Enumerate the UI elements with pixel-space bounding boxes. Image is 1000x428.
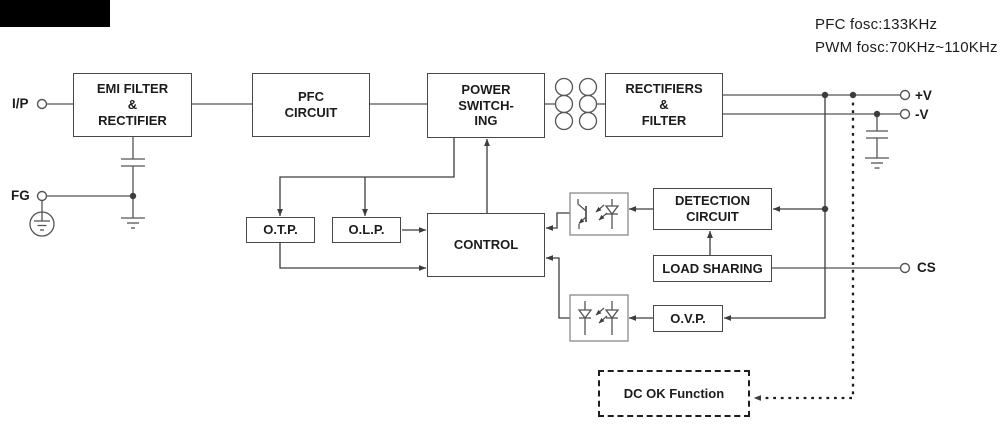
block-emi-filter-rectifier: EMI FILTER & RECTIFIER	[73, 73, 192, 137]
main-power-path-wires	[46, 94, 900, 269]
control-signal-wires	[277, 95, 826, 321]
optocoupler-lower-icon	[569, 294, 629, 342]
block-load-sharing: LOAD SHARING	[653, 255, 772, 282]
block-ovp: O.V.P.	[653, 305, 723, 332]
v-plus-terminal	[899, 89, 911, 101]
input-capacitor-icon	[121, 137, 145, 196]
block-pfc-circuit: PFC CIRCUIT	[252, 73, 370, 137]
v-minus-terminal	[899, 108, 911, 120]
junction-dots	[129, 91, 881, 213]
pfc-fosc-text: PFC fosc:133KHz	[815, 16, 938, 33]
output-ground-icon	[865, 157, 889, 169]
cs-terminal	[899, 262, 911, 274]
oscillator-frequency-notes: PFC fosc:133KHz PWM fosc:70KHz~110KHz	[815, 13, 998, 59]
input-ground-icon	[121, 196, 145, 229]
terminal-label-v-minus: -V	[915, 107, 929, 122]
optocoupler-upper-icon	[569, 192, 629, 236]
fg-terminal	[36, 190, 48, 202]
terminal-label-v-plus: +V	[915, 88, 932, 103]
block-detection-circuit: DETECTION CIRCUIT	[653, 188, 772, 230]
dc-ok-dashed-wire	[753, 95, 855, 401]
logo-redacted	[0, 0, 110, 27]
terminal-label-ip: I/P	[12, 96, 29, 111]
ip-terminal	[36, 98, 48, 110]
pwm-fosc-text: PWM fosc:70KHz~110KHz	[815, 39, 998, 56]
block-olp: O.L.P.	[332, 217, 401, 243]
block-otp: O.T.P.	[246, 217, 315, 243]
block-power-switching: POWER SWITCH- ING	[427, 73, 545, 138]
output-capacitor-icon	[866, 114, 888, 158]
protective-earth-icon	[29, 200, 55, 237]
block-rectifiers-filter: RECTIFIERS & FILTER	[605, 73, 723, 137]
block-control: CONTROL	[427, 213, 545, 277]
transformer-icon	[554, 77, 598, 131]
block-dc-ok-function: DC OK Function	[598, 370, 750, 417]
terminal-circles	[36, 89, 911, 274]
terminal-label-cs: CS	[917, 260, 936, 275]
terminal-label-fg: FG	[11, 188, 30, 203]
